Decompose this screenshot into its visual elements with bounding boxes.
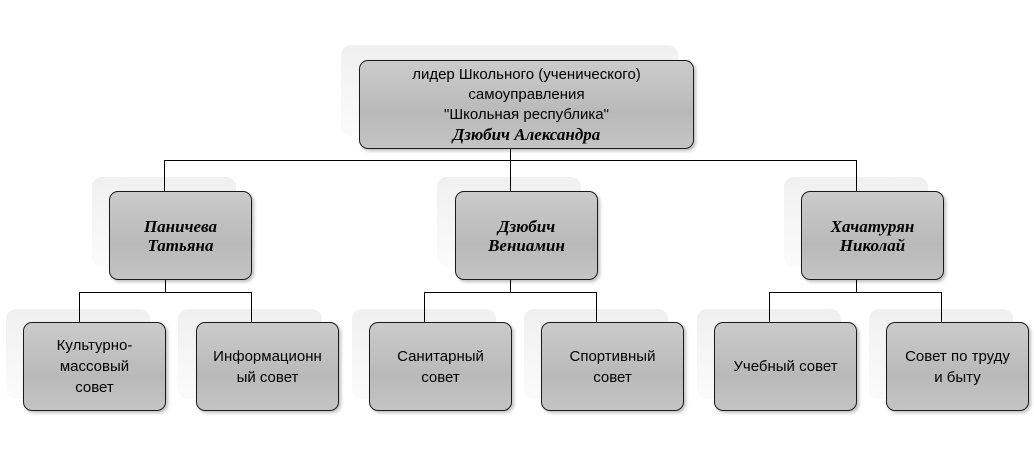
connector-level2-drop: [79, 292, 80, 323]
connector-level1-drop: [856, 160, 857, 191]
council-node: Информационн ый совет: [196, 322, 339, 411]
council-label-line: ый совет: [236, 368, 299, 386]
connector-level2-drop: [424, 292, 425, 323]
connector-level2-horizontal: [424, 292, 597, 293]
connector-level1-drop: [164, 160, 165, 191]
leader-name-line: Паничева: [143, 216, 218, 236]
leader-name-line: Хачатурян: [830, 216, 915, 236]
leader-name-line: Николай: [839, 235, 906, 255]
leader-name-line: Вениамин: [488, 235, 565, 255]
council-label-line: и быту: [934, 368, 981, 386]
connector-level2-horizontal: [769, 292, 942, 293]
connector-level2-drop: [941, 292, 942, 323]
root-leader-name: Дзюбич Александра: [452, 125, 601, 144]
root-title-line: лидер Школьного (ученического): [412, 66, 641, 83]
council-label-line: Совет по труду: [905, 347, 1010, 365]
leader-name-line: Татьяна: [147, 235, 214, 255]
council-label-line: Культурно-: [56, 337, 133, 354]
council-node: Спортивный совет: [541, 322, 684, 411]
leader-node: Дзюбич Вениамин: [455, 191, 598, 280]
council-label-line: массовый: [59, 358, 130, 375]
root-title-line: самоуправления: [468, 86, 585, 103]
connector-level2-drop: [251, 292, 252, 323]
council-node: Санитарный совет: [369, 322, 512, 411]
connector-level2-drop: [596, 292, 597, 323]
root-node: лидер Школьного (ученического) самоуправ…: [359, 60, 694, 149]
root-title-line: "Школьная республика": [444, 106, 609, 123]
connector-level2-drop: [769, 292, 770, 323]
connector-root-down: [510, 148, 511, 160]
connector-leader-down: [856, 280, 857, 292]
connector-level2-horizontal: [79, 292, 252, 293]
leader-name-line: Дзюбич: [497, 216, 556, 236]
leader-node: Хачатурян Николай: [801, 191, 944, 280]
council-label-line: совет: [421, 368, 460, 386]
connector-level1-drop: [510, 160, 511, 191]
connector-leader-down: [510, 280, 511, 292]
council-node: Совет по труду и быту: [886, 322, 1029, 411]
council-node: Культурно- массовый совет: [23, 322, 166, 411]
council-label-line: совет: [75, 379, 114, 396]
council-label-line: Учебный совет: [733, 358, 838, 375]
leader-node: Паничева Татьяна: [109, 191, 252, 280]
council-node: Учебный совет: [714, 322, 857, 411]
council-label-line: Санитарный: [397, 347, 484, 365]
council-label-line: Информационн: [213, 347, 322, 365]
council-label-line: Спортивный: [569, 347, 656, 365]
council-label-line: совет: [593, 368, 632, 386]
connector-leader-down: [165, 280, 166, 292]
